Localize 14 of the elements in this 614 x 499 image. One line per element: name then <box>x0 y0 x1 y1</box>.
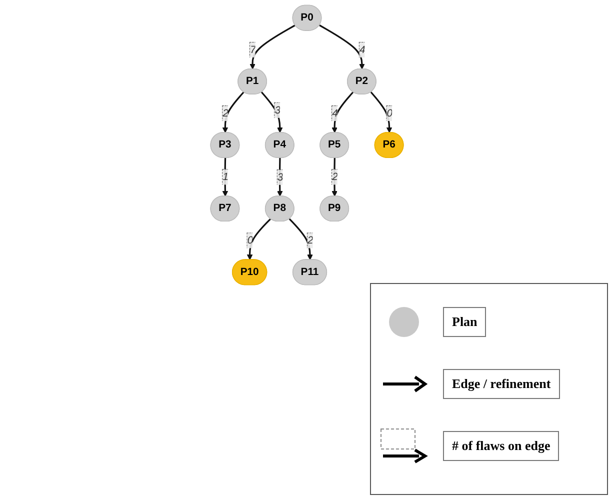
arrow <box>319 24 365 70</box>
legend-label: # of flaws on edge <box>443 431 560 461</box>
arrow <box>277 158 283 197</box>
arrow <box>222 158 228 197</box>
arrow <box>222 92 244 133</box>
arrow <box>246 218 272 260</box>
arrow <box>288 218 313 260</box>
arrow <box>260 92 283 133</box>
arrow <box>370 92 392 133</box>
legend-label: Plan <box>443 307 486 337</box>
legend-label: Edge / refinement <box>443 369 560 399</box>
arrow <box>250 24 296 70</box>
arrow <box>332 158 338 197</box>
arrow <box>332 92 354 133</box>
